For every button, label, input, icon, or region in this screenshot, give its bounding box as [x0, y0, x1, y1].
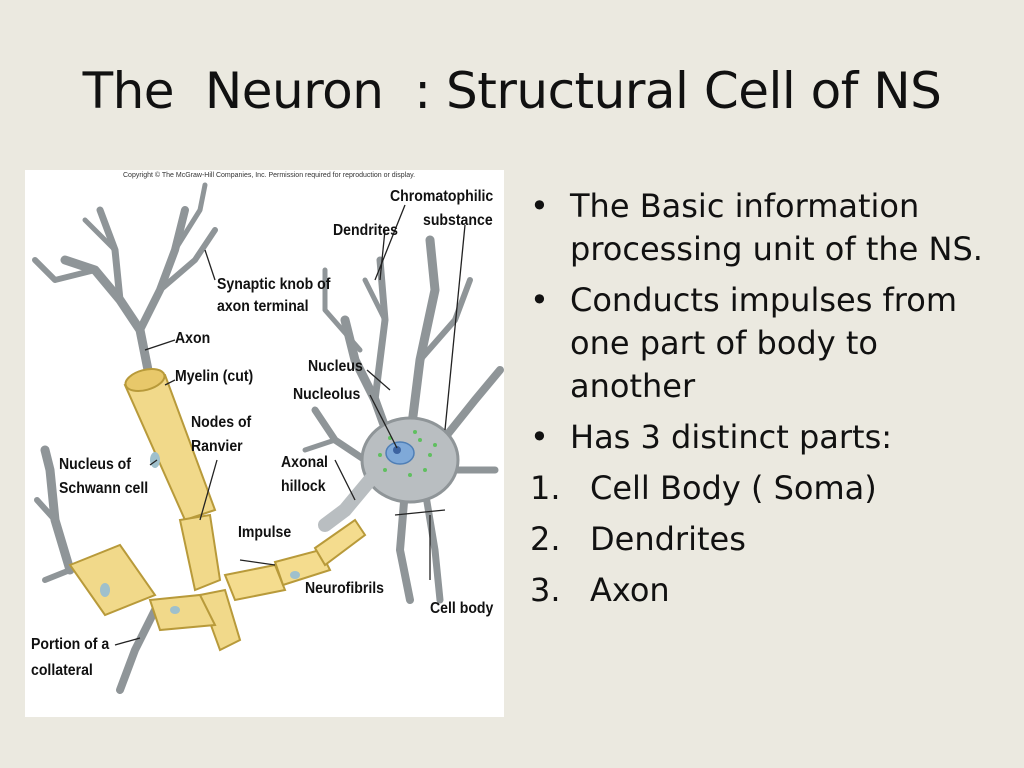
label-nucleolus: Nucleolus [293, 386, 361, 403]
label-myelin: Myelin (cut) [175, 368, 254, 385]
label-nodes-2: Ranvier [191, 438, 243, 455]
neuron-diagram: Copyright © The McGraw-Hill Companies, I… [25, 170, 504, 717]
bullet-dot: • [530, 187, 549, 225]
bullet-dot: • [530, 281, 549, 319]
label-synaptic-1: Synaptic knob of [217, 276, 331, 293]
nucleus-shape [385, 441, 415, 465]
numbered-text: Cell Body ( Soma) [590, 469, 877, 507]
numbered-item: 1. Cell Body ( Soma) [530, 467, 1010, 510]
label-synaptic-2: axon terminal [217, 298, 309, 315]
label-nodes-1: Nodes of [191, 414, 252, 431]
label-neurofibrils: Neurofibrils [305, 580, 385, 597]
numbered-item: 2. Dendrites [530, 518, 1010, 561]
copyright-notice: Copyright © The McGraw-Hill Companies, I… [123, 172, 416, 179]
item-number: 3. [530, 571, 561, 609]
numbered-text: Axon [590, 571, 670, 609]
slide-title: The Neuron : Structural Cell of NS [82, 62, 942, 120]
numbered-item: 3. Axon [530, 569, 1010, 612]
numbered-text: Dendrites [590, 520, 746, 558]
bullet-item: • Has 3 distinct parts: [530, 416, 1010, 459]
bullet-item: • The Basic information processing unit … [530, 185, 1010, 271]
bullet-dot: • [530, 418, 549, 456]
bullet-text: The Basic information processing unit of… [570, 187, 983, 268]
label-schwann-2: Schwann cell [59, 480, 149, 497]
bullet-item: • Conducts impulses from one part of bod… [530, 279, 1010, 408]
label-portion-1: Portion of a [31, 636, 110, 653]
label-cell-body: Cell body [430, 600, 494, 617]
label-axonal-1: Axonal [281, 454, 328, 471]
label-axon: Axon [175, 330, 211, 347]
label-schwann-1: Nucleus of [59, 456, 131, 473]
bullet-text: Conducts impulses from one part of body … [570, 281, 957, 405]
label-substance: substance [423, 212, 493, 229]
bullet-text: Has 3 distinct parts: [570, 418, 893, 456]
label-dendrites: Dendrites [333, 222, 398, 239]
label-chromatophilic: Chromatophilic [390, 188, 494, 205]
label-nucleus: Nucleus [308, 358, 363, 375]
item-number: 2. [530, 520, 561, 558]
neuron-illustration [32, 182, 504, 694]
bullet-list: • The Basic information processing unit … [530, 185, 1010, 620]
item-number: 1. [530, 469, 561, 507]
label-axonal-2: hillock [281, 478, 326, 495]
label-impulse: Impulse [238, 524, 292, 541]
label-portion-2: collateral [31, 662, 93, 679]
